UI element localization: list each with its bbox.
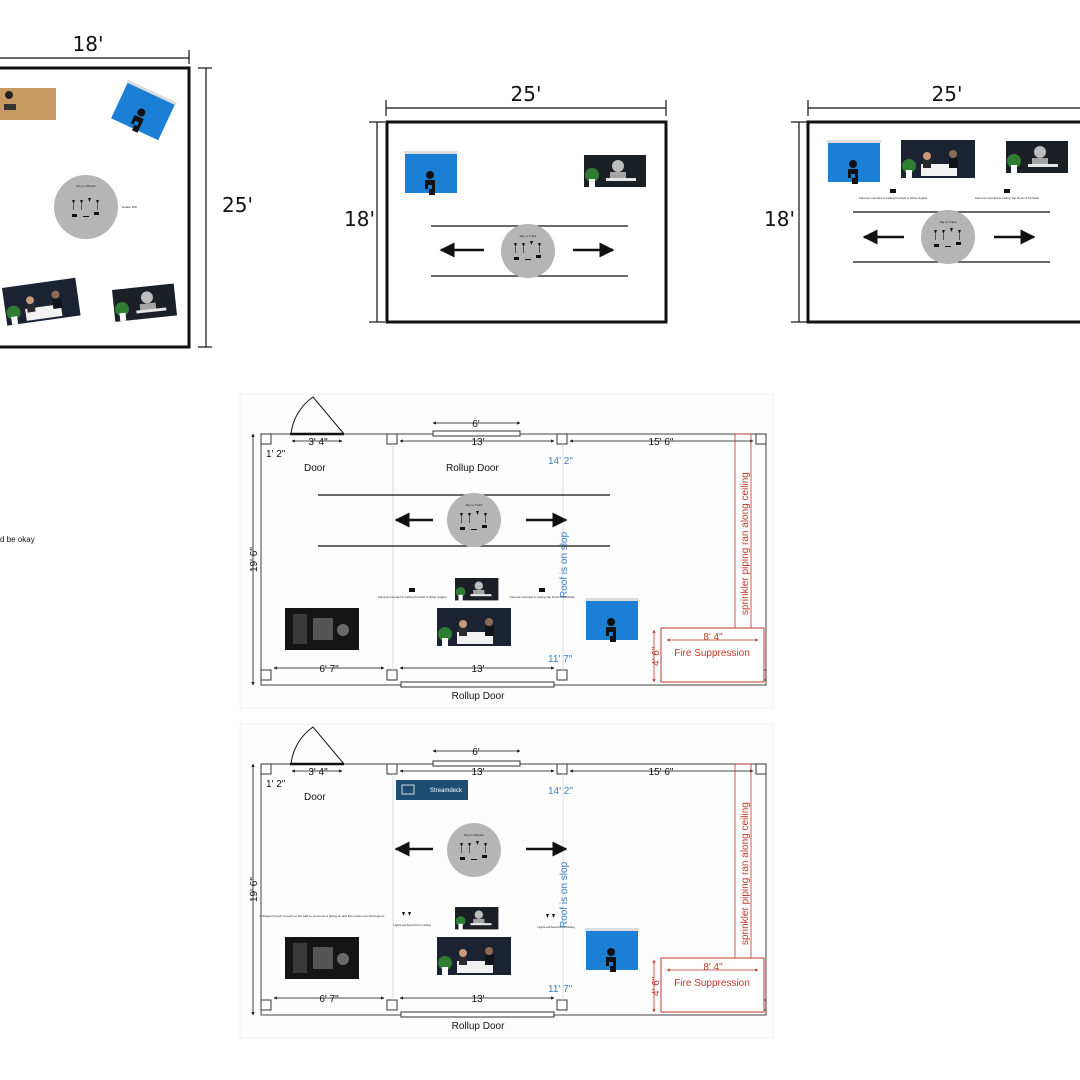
plan1-door-width: 3' 4" bbox=[308, 437, 328, 448]
wooden-desk bbox=[0, 88, 56, 120]
plan1-height-dim: 19' 6" bbox=[249, 547, 260, 572]
top-right-rig-circle bbox=[921, 210, 975, 264]
top-middle-blue-backdrop bbox=[404, 151, 458, 195]
top-right-desk-set bbox=[1006, 141, 1068, 173]
plan1-rig-circle bbox=[447, 493, 501, 547]
plan2-fire-label: Fire Suppression bbox=[674, 978, 750, 989]
top-middle-room: 25' 18' Rig on Track bbox=[344, 82, 668, 324]
plan1-blue-top-dim: 14' 2" bbox=[548, 456, 573, 467]
plan1-blue-backdrop bbox=[585, 598, 639, 642]
plan2-couch-note: L-Shaped Couch A touch on the wall so so… bbox=[260, 914, 385, 918]
plan2-podcast-set bbox=[437, 937, 511, 975]
top-right-blue-backdrop bbox=[827, 140, 881, 184]
top-left-rotate-label: Rotate 360 bbox=[122, 205, 137, 209]
plan1-podcast-set bbox=[437, 608, 511, 646]
top-right-rig-label: Rig on Track bbox=[940, 220, 957, 224]
top-right-height-label: 18' bbox=[764, 207, 795, 231]
plan1-offset-dim: 1' 2" bbox=[266, 449, 286, 460]
plan2-roof-note: Roof is on slop bbox=[559, 861, 570, 928]
plan1-top-small-dim: 6' bbox=[472, 419, 480, 430]
plan2-fire-height: 4' 6" bbox=[651, 976, 662, 996]
plan1-top-mid-dim: 13' bbox=[471, 437, 484, 448]
plan2-rig-circle bbox=[447, 823, 501, 877]
plan2-blue-top-dim: 14' 2" bbox=[548, 786, 573, 797]
top-middle-rig-circle bbox=[501, 224, 555, 278]
plan2-top-right-dim: 15' 6" bbox=[649, 767, 674, 778]
side-note: d be okay bbox=[0, 535, 35, 544]
top-left-height-label: 25' bbox=[222, 193, 253, 217]
plan1-fire-height: 4' 6" bbox=[651, 646, 662, 666]
top-right-podcast-set bbox=[901, 140, 975, 178]
top-left-blue-backdrop bbox=[109, 79, 177, 143]
plan1-camera-note-2: Camera mounted to ceiling Top Down & Pod… bbox=[510, 595, 575, 599]
plan1-blue-bottom-dim: 11' 7" bbox=[548, 654, 573, 665]
top-right-room: 25' 18' Camera mounted to ceiling Podcas… bbox=[764, 82, 1080, 324]
top-left-rig-circle bbox=[54, 175, 118, 239]
plan2-height-dim: 19' 6" bbox=[249, 877, 260, 902]
plan2-bottom-left-dim: 6' 7" bbox=[319, 994, 339, 1005]
top-left-room: 18' 25' Rig on Wheels Rotate 360 bbox=[0, 32, 253, 349]
plan1-fire-suppression-zone bbox=[660, 627, 765, 683]
plan1-bottom-mid-dim: 13' bbox=[471, 664, 484, 675]
top-right-camera-note-1: Camera mounted to ceiling Podcast & Othe… bbox=[859, 196, 928, 200]
plan2-laptop-icon bbox=[401, 784, 415, 795]
plan1-desk-set bbox=[455, 578, 499, 601]
top-middle-desk-set bbox=[584, 155, 646, 187]
plan1-rig-label: Rig on Track bbox=[466, 503, 483, 507]
floor-plan-2: 6' 3' 4" 13' 15' 6" 1' 2" Door Streamdec… bbox=[239, 723, 774, 1039]
top-left-room-outline bbox=[0, 66, 191, 349]
plan1-rollup-top: Rollup Door bbox=[446, 463, 499, 474]
plan1-bottom-left-dim: 6' 7" bbox=[319, 664, 339, 675]
plan2-tv bbox=[285, 937, 359, 979]
top-right-width-label: 25' bbox=[932, 82, 963, 106]
plan2-rollup-bottom: Rollup Door bbox=[452, 1021, 505, 1032]
top-left-desk-set bbox=[112, 283, 178, 322]
top-middle-height-label: 18' bbox=[344, 207, 375, 231]
plan2-bottom-mid-dim: 13' bbox=[471, 994, 484, 1005]
plan2-door-swing bbox=[290, 726, 346, 765]
plan2-rig-label: Rig on Wheels bbox=[464, 833, 484, 837]
plan2-streamdeck-label: Streamdeck bbox=[430, 788, 463, 794]
plan2-fire-width: 8' 4" bbox=[703, 962, 723, 973]
top-middle-rig-label: Rig on Track bbox=[520, 234, 537, 238]
top-left-podcast-set bbox=[2, 277, 81, 326]
plan1-door-swing bbox=[290, 396, 346, 435]
top-left-rig-label: Rig on Wheels bbox=[76, 184, 96, 188]
plan2-fire-suppression-zone bbox=[660, 957, 765, 1013]
plan2-blue-bottom-dim: 11' 7" bbox=[548, 984, 573, 995]
plan2-blue-backdrop bbox=[585, 928, 639, 972]
plan1-camera-note-1: Camera mounted to ceiling Podcast & Othe… bbox=[378, 595, 447, 599]
plan2-door-label: Door bbox=[304, 792, 326, 803]
top-right-room-outline bbox=[806, 120, 1080, 324]
plan2-desk-set bbox=[455, 907, 499, 930]
plan2-top-small-dim: 6' bbox=[472, 747, 480, 758]
plan2-light-note-2: Lights anchored from ceiling bbox=[537, 925, 575, 929]
floor-plan-1: 6' 3' 4" 13' 15' 6" 1' 2" Door Rollup Do… bbox=[239, 393, 774, 709]
plan1-tv bbox=[285, 608, 359, 650]
top-middle-width-label: 25' bbox=[511, 82, 542, 106]
plan1-door-label: Door bbox=[304, 463, 326, 474]
top-right-camera-note-2: Camera mounted to ceiling Top Down & Pod… bbox=[975, 196, 1040, 200]
plan2-top-mid-dim: 13' bbox=[471, 767, 484, 778]
top-left-width-label: 18' bbox=[73, 32, 104, 56]
plan2-door-width: 3' 4" bbox=[308, 767, 328, 778]
plan1-top-right-dim: 15' 6" bbox=[649, 437, 674, 448]
plan1-fire-label: Fire Suppression bbox=[674, 648, 750, 659]
plan1-sprinkler-note: sprinkler piping ran along ceiling bbox=[740, 472, 751, 615]
plan1-fire-width: 8' 4" bbox=[703, 632, 723, 643]
plan2-sprinkler-note: sprinkler piping ran along ceiling bbox=[740, 802, 751, 945]
plan2-light-note-1: Lights anchored from ceiling bbox=[393, 923, 431, 927]
plan1-roof-note: Roof is on slop bbox=[559, 531, 570, 598]
top-middle-room-outline bbox=[385, 120, 668, 324]
plan1-rollup-bottom: Rollup Door bbox=[452, 691, 505, 702]
plan2-offset-dim: 1' 2" bbox=[266, 779, 286, 790]
